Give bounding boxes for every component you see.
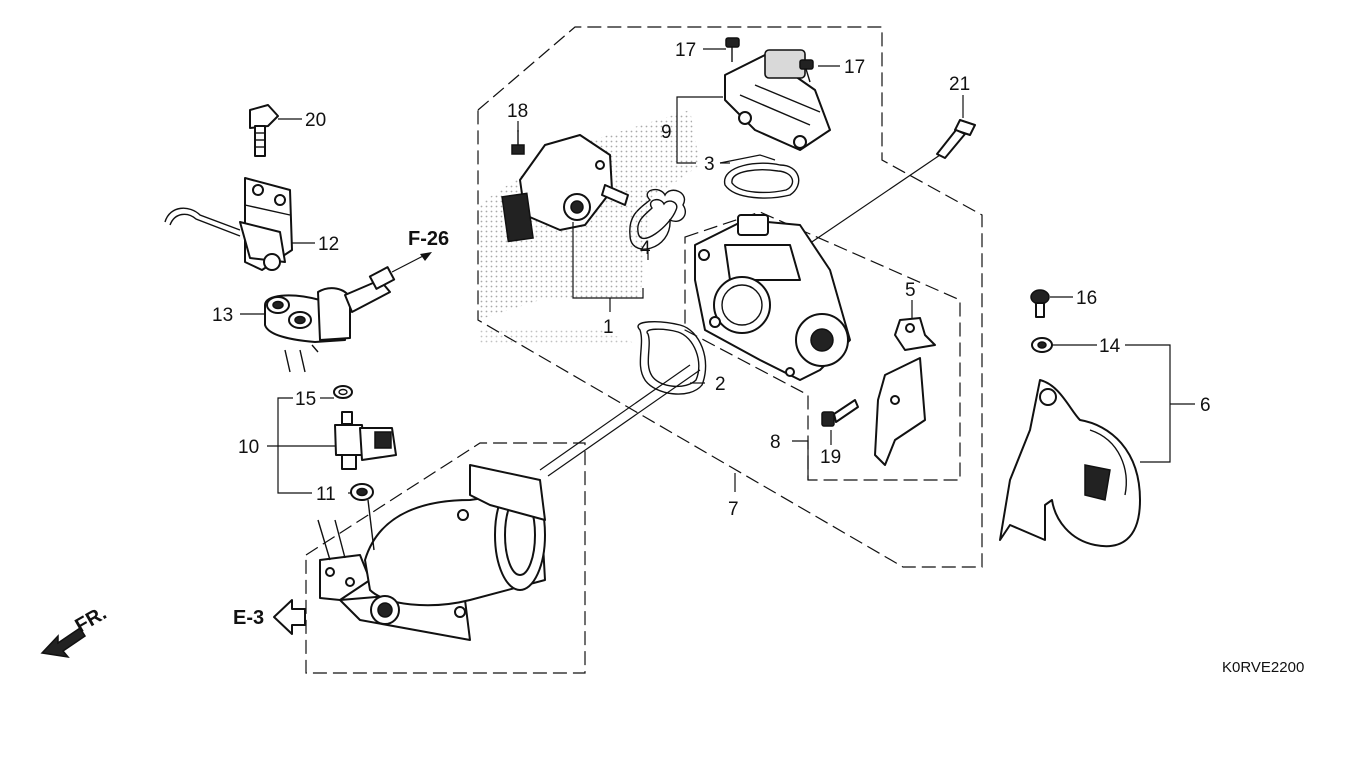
assembly-boundaries: [305, 26, 983, 674]
callout-15: 15: [295, 389, 316, 410]
callout-11: 11: [316, 484, 336, 505]
bolt-20-icon: [249, 104, 279, 157]
ref-f26: F-26: [408, 228, 449, 250]
callout-1: 1: [603, 317, 614, 338]
iacv-9-icon: [724, 49, 831, 151]
ref-e3: E-3: [233, 607, 264, 629]
intake-manifold-icon: [317, 464, 546, 641]
bolt-17-right-icon: [799, 59, 814, 83]
bracket-12-icon: [164, 177, 293, 271]
callout-17-right: 17: [844, 57, 865, 78]
bracket-8-icon: [874, 357, 926, 466]
callout-3: 3: [704, 154, 715, 175]
seal-11-icon: [350, 483, 374, 501]
callout-16: 16: [1076, 288, 1097, 309]
callout-4: 4: [640, 238, 651, 259]
callout-14: 14: [1099, 336, 1121, 357]
screw-19-icon: [821, 399, 859, 427]
e3-reference-arrow-icon: [273, 599, 306, 635]
callout-5: 5: [905, 280, 916, 301]
bolt-21-icon: [799, 119, 976, 251]
callout-19: 19: [820, 447, 841, 468]
callout-10: 10: [238, 437, 259, 458]
callout-7: 7: [728, 499, 739, 520]
cover-6-icon: [999, 379, 1141, 548]
gasket-3-icon: [724, 162, 800, 199]
gasket-2-icon: [637, 321, 707, 395]
callout-2: 2: [715, 374, 726, 395]
leader-lines: [240, 48, 1195, 494]
callout-9: 9: [661, 122, 672, 143]
injector-10-icon: [334, 411, 397, 470]
callout-17-left: 17: [675, 40, 696, 61]
callout-labels: 1 2 3 4 5 6 7 8 9 10 11 12 13 14 15 16 1…: [212, 40, 1211, 520]
bolt-17-left-icon: [725, 37, 740, 62]
callout-18: 18: [507, 101, 528, 122]
gasket-4-icon: [629, 188, 687, 250]
fuel-joint-13-icon: [264, 252, 432, 373]
callout-6: 6: [1200, 395, 1211, 416]
o-ring-15-icon: [333, 385, 353, 399]
callout-8: 8: [770, 432, 781, 453]
washer-14-icon: [1031, 337, 1053, 353]
bracket-5-icon: [894, 317, 936, 351]
throttle-sensor-1-icon: [501, 134, 629, 243]
callout-20: 20: [305, 110, 326, 131]
screw-18-icon: [511, 130, 525, 155]
callout-21: 21: [949, 74, 970, 95]
callout-12: 12: [318, 234, 339, 255]
drawing-code: K0RVE2200: [1222, 659, 1304, 676]
throttle-body-7-icon: [694, 214, 851, 381]
screw-16-icon: [1030, 289, 1050, 318]
callout-13: 13: [212, 305, 233, 326]
front-direction-arrow-icon: [40, 626, 87, 659]
